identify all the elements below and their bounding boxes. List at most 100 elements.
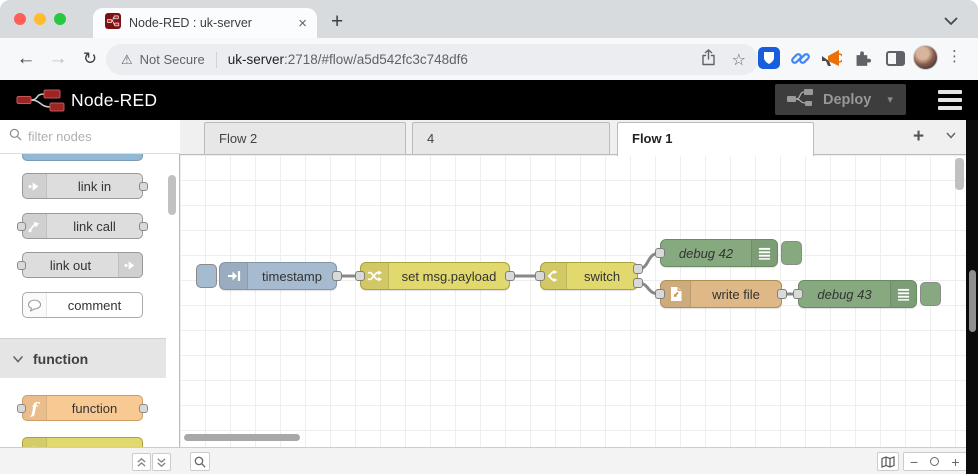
profile-avatar[interactable] — [913, 45, 938, 70]
input-port[interactable] — [355, 271, 365, 281]
palette-filter-input[interactable] — [28, 129, 158, 144]
inject-trigger-button[interactable] — [196, 264, 217, 288]
input-port[interactable] — [17, 261, 26, 270]
link-icon — [118, 253, 142, 277]
canvas-horizontal-scrollbar[interactable] — [184, 434, 300, 441]
not-secure-warning-icon: ⚠ — [121, 51, 133, 67]
side-panel-icon[interactable] — [886, 51, 905, 66]
input-port[interactable] — [793, 289, 803, 299]
macos-fullscreen-button[interactable] — [54, 13, 66, 25]
bitwarden-extension-icon[interactable] — [758, 47, 780, 69]
comment-bubble-icon — [23, 293, 47, 317]
browser-tab-title: Node-RED : uk-server — [129, 16, 252, 30]
flow-canvas[interactable]: timestamp set msg.payload switch — [180, 155, 966, 447]
page-scrollbar-thumb[interactable] — [968, 270, 976, 332]
zoom-out-button[interactable]: − — [903, 452, 925, 471]
node-write-file[interactable]: write file — [660, 280, 782, 308]
zoom-reset-icon — [930, 457, 939, 466]
flow-list-chevron-icon[interactable] — [946, 131, 956, 142]
input-port[interactable] — [535, 271, 545, 281]
zoom-in-button[interactable]: + — [945, 452, 967, 471]
debug-sidebar-icon — [890, 281, 916, 307]
bookmark-star-icon[interactable]: ☆ — [731, 51, 746, 69]
url-path: :2718/#flow/a5d542fc3c748df6 — [283, 52, 468, 67]
deploy-button[interactable]: Deploy ▾ — [775, 84, 906, 115]
tab-close-icon[interactable]: × — [298, 14, 307, 32]
macos-close-button[interactable] — [14, 13, 26, 25]
deploy-caret-icon[interactable]: ▾ — [887, 94, 893, 106]
omnibox-divider — [215, 51, 217, 68]
link-icon — [23, 174, 47, 198]
palette-node-partial[interactable] — [22, 154, 143, 161]
add-flow-button[interactable]: + — [913, 126, 925, 147]
palette-category-function[interactable]: function — [0, 338, 166, 378]
palette-node-link-in[interactable]: link in — [22, 173, 148, 199]
url-host: uk-server — [227, 52, 284, 67]
search-flows-button[interactable] — [190, 452, 210, 471]
switch-icon — [541, 263, 567, 289]
megaphone-extension-icon[interactable] — [820, 48, 844, 73]
reload-button[interactable]: ↻ — [82, 49, 98, 68]
node-change-set-msg-payload[interactable]: set msg.payload — [360, 262, 510, 290]
input-port[interactable] — [655, 248, 665, 258]
app-title: Node-RED — [71, 90, 158, 110]
palette-node-link-call[interactable]: link call — [17, 213, 148, 239]
expand-categories-button[interactable] — [152, 453, 171, 471]
output-port[interactable] — [332, 271, 342, 281]
tab-flow-1[interactable]: Flow 1 — [617, 122, 814, 156]
output-port[interactable] — [777, 289, 787, 299]
share-icon[interactable] — [701, 48, 716, 71]
collapse-categories-button[interactable] — [132, 453, 151, 471]
input-port[interactable] — [17, 404, 26, 413]
output-port[interactable] — [139, 222, 148, 231]
chevron-down-icon[interactable] — [944, 13, 958, 31]
node-debug-43[interactable]: debug 43 — [798, 280, 917, 308]
flow-tab-bar: Flow 2 4 Flow 1 + — [180, 120, 966, 156]
tab-flow-2[interactable]: Flow 2 — [204, 122, 406, 154]
tab-flow-4[interactable]: 4 — [412, 122, 610, 154]
browser-menu-kebab-icon[interactable]: ⋮ — [947, 48, 962, 65]
category-label: function — [33, 350, 89, 367]
nodered-favicon — [105, 12, 121, 34]
deploy-icon — [787, 88, 814, 112]
output-port[interactable] — [505, 271, 515, 281]
palette-node-switch-partial[interactable] — [22, 437, 143, 447]
change-icon — [361, 263, 389, 289]
palette-scrollbar-thumb[interactable] — [168, 175, 176, 215]
node-debug-42[interactable]: debug 42 — [660, 239, 778, 267]
debug-enable-toggle[interactable] — [781, 241, 802, 265]
deploy-label: Deploy — [823, 91, 872, 108]
link-extension-icon[interactable] — [790, 48, 811, 74]
main-menu-hamburger-icon[interactable] — [936, 89, 964, 111]
palette-filter-box — [0, 120, 180, 154]
canvas-vertical-scrollbar[interactable] — [955, 158, 964, 190]
zoom-reset-button[interactable] — [924, 452, 946, 471]
extensions-puzzle-icon[interactable] — [853, 48, 872, 72]
address-bar[interactable]: ⚠ Not Secure uk-server:2718/#flow/a5d542… — [106, 44, 758, 75]
output-port[interactable] — [139, 404, 148, 413]
input-port[interactable] — [655, 289, 665, 299]
palette-node-link-out[interactable]: link out — [17, 252, 143, 278]
browser-tab[interactable]: Node-RED : uk-server × — [93, 8, 317, 38]
output-port[interactable] — [139, 182, 148, 191]
browser-tab-strip: Node-RED : uk-server × + — [0, 0, 978, 38]
palette-node-comment[interactable]: comment — [22, 292, 143, 318]
inject-icon — [220, 263, 248, 289]
macos-minimize-button[interactable] — [34, 13, 46, 25]
workspace: Flow 2 4 Flow 1 + — [180, 120, 967, 474]
new-tab-button[interactable]: + — [331, 10, 344, 33]
security-label: Not Secure — [139, 52, 205, 67]
forward-button[interactable]: → — [48, 48, 68, 69]
output-port-2[interactable] — [633, 278, 643, 288]
palette-footer — [0, 447, 180, 474]
palette-node-function[interactable]: f function — [17, 395, 148, 421]
node-inject-timestamp[interactable]: timestamp — [219, 262, 337, 290]
back-button[interactable]: ← — [16, 48, 36, 69]
page-scrollbar-track — [966, 120, 978, 474]
output-port-1[interactable] — [633, 264, 643, 274]
debug-enable-toggle[interactable] — [920, 282, 941, 306]
node-switch[interactable]: switch — [540, 262, 638, 290]
input-port[interactable] — [17, 222, 26, 231]
minimap-toggle-button[interactable] — [877, 452, 899, 471]
